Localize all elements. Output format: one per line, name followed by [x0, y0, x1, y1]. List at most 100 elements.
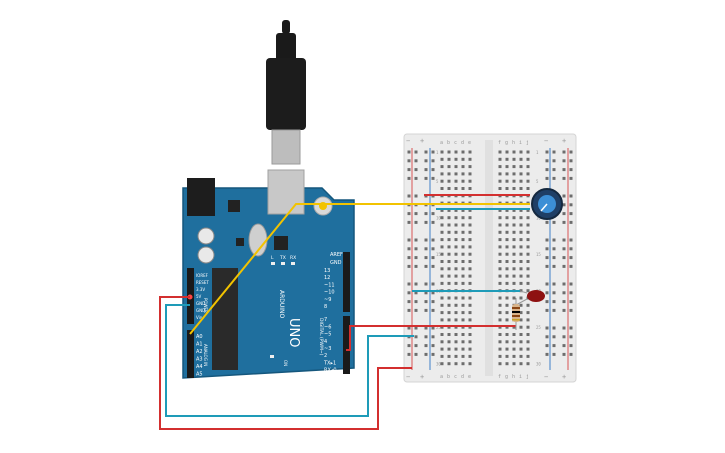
rail-hole[interactable] — [424, 220, 428, 224]
rail-hole[interactable] — [562, 247, 566, 251]
rail-hole[interactable] — [552, 247, 556, 251]
breadboard-hole[interactable] — [454, 216, 458, 220]
rail-hole[interactable] — [431, 308, 435, 312]
rail-hole[interactable] — [545, 247, 549, 251]
breadboard-hole[interactable] — [505, 362, 509, 366]
breadboard-hole[interactable] — [505, 208, 509, 212]
rail-hole[interactable] — [414, 247, 418, 251]
breadboard-hole[interactable] — [447, 208, 451, 212]
breadboard-hole[interactable] — [468, 281, 472, 285]
breadboard-hole[interactable] — [526, 223, 530, 227]
breadboard-hole[interactable] — [468, 362, 472, 366]
rail-hole[interactable] — [545, 168, 549, 172]
breadboard-hole[interactable] — [447, 354, 451, 358]
breadboard-hole[interactable] — [461, 223, 465, 227]
rail-hole[interactable] — [407, 308, 411, 312]
breadboard-hole[interactable] — [505, 150, 509, 154]
breadboard-hole[interactable] — [461, 354, 465, 358]
rail-hole[interactable] — [569, 291, 573, 295]
rail-hole[interactable] — [562, 335, 566, 339]
rail-hole[interactable] — [407, 247, 411, 251]
rail-hole[interactable] — [569, 238, 573, 242]
breadboard-hole[interactable] — [461, 245, 465, 249]
breadboard-hole[interactable] — [468, 325, 472, 329]
breadboard-hole[interactable] — [505, 325, 509, 329]
breadboard-hole[interactable] — [454, 362, 458, 366]
breadboard-hole[interactable] — [526, 267, 530, 271]
rail-hole[interactable] — [562, 150, 566, 154]
rail-hole[interactable] — [431, 247, 435, 251]
rail-hole[interactable] — [552, 291, 556, 295]
rail-hole[interactable] — [569, 352, 573, 356]
breadboard-hole[interactable] — [519, 347, 523, 351]
breadboard-hole[interactable] — [454, 296, 458, 300]
breadboard-hole[interactable] — [447, 150, 451, 154]
breadboard-hole[interactable] — [505, 157, 509, 161]
rail-hole[interactable] — [545, 238, 549, 242]
breadboard-hole[interactable] — [447, 267, 451, 271]
breadboard-hole[interactable] — [447, 362, 451, 366]
breadboard-hole[interactable] — [440, 354, 444, 358]
breadboard-hole[interactable] — [498, 208, 502, 212]
breadboard-hole[interactable] — [461, 172, 465, 176]
breadboard-hole[interactable] — [505, 281, 509, 285]
rail-hole[interactable] — [545, 282, 549, 286]
breadboard-hole[interactable] — [447, 274, 451, 278]
breadboard-hole[interactable] — [526, 157, 530, 161]
breadboard-hole[interactable] — [440, 274, 444, 278]
breadboard-hole[interactable] — [440, 157, 444, 161]
breadboard-hole[interactable] — [454, 238, 458, 242]
rail-hole[interactable] — [562, 176, 566, 180]
rail-hole[interactable] — [407, 168, 411, 172]
breadboard-hole[interactable] — [498, 325, 502, 329]
breadboard-hole[interactable] — [526, 238, 530, 242]
breadboard-hole[interactable] — [498, 347, 502, 351]
breadboard-hole[interactable] — [498, 179, 502, 183]
breadboard-hole[interactable] — [498, 267, 502, 271]
breadboard-hole[interactable] — [468, 303, 472, 307]
breadboard-hole[interactable] — [468, 267, 472, 271]
breadboard-hole[interactable] — [526, 172, 530, 176]
rail-hole[interactable] — [414, 150, 418, 154]
potentiometer[interactable] — [531, 188, 563, 220]
rail-hole[interactable] — [414, 212, 418, 216]
breadboard-hole[interactable] — [461, 311, 465, 315]
breadboard-hole[interactable] — [454, 157, 458, 161]
breadboard-hole[interactable] — [440, 208, 444, 212]
breadboard-hole[interactable] — [519, 296, 523, 300]
rail-hole[interactable] — [407, 326, 411, 330]
breadboard-hole[interactable] — [440, 347, 444, 351]
rail-hole[interactable] — [414, 238, 418, 242]
breadboard-hole[interactable] — [512, 187, 516, 190]
breadboard-hole[interactable] — [526, 150, 530, 154]
rail-hole[interactable] — [552, 176, 556, 180]
rail-hole[interactable] — [407, 212, 411, 216]
rail-hole[interactable] — [562, 300, 566, 304]
breadboard-hole[interactable] — [468, 238, 472, 242]
breadboard-hole[interactable] — [440, 179, 444, 183]
rail-hole[interactable] — [562, 212, 566, 216]
breadboard-hole[interactable] — [468, 245, 472, 249]
rail-hole[interactable] — [424, 291, 428, 295]
breadboard-hole[interactable] — [505, 165, 509, 169]
rail-hole[interactable] — [424, 308, 428, 312]
rail-hole[interactable] — [552, 264, 556, 268]
breadboard-hole[interactable] — [519, 150, 523, 154]
breadboard-hole[interactable] — [512, 281, 516, 285]
breadboard-hole[interactable] — [519, 354, 523, 358]
breadboard-hole[interactable] — [440, 252, 444, 256]
breadboard-hole[interactable] — [468, 318, 472, 322]
rail-hole[interactable] — [424, 344, 428, 348]
breadboard-hole[interactable] — [468, 333, 472, 336]
rail-hole[interactable] — [407, 238, 411, 242]
breadboard-hole[interactable] — [526, 165, 530, 169]
breadboard-hole[interactable] — [519, 165, 523, 169]
breadboard-hole[interactable] — [447, 172, 451, 176]
breadboard-hole[interactable] — [498, 223, 502, 227]
breadboard-hole[interactable] — [447, 340, 451, 344]
breadboard-hole[interactable] — [440, 216, 444, 220]
breadboard-hole[interactable] — [440, 340, 444, 344]
rail-hole[interactable] — [424, 238, 428, 242]
breadboard-hole[interactable] — [447, 230, 451, 234]
